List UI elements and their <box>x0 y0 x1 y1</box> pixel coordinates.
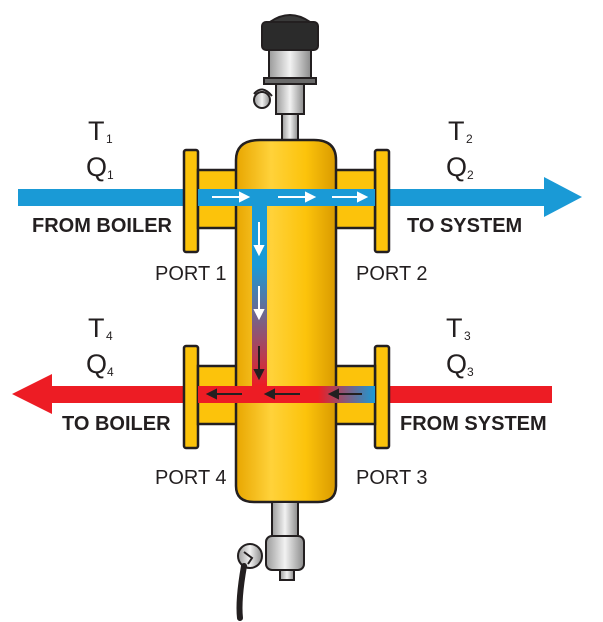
port4-t-subscript: 4 <box>106 329 113 343</box>
internal-cold-direction-arrows <box>205 346 362 400</box>
port1-t-label: T <box>88 116 105 146</box>
port4-q-subscript: 4 <box>107 365 114 379</box>
port1-name: PORT 1 <box>155 263 227 285</box>
port3-name: PORT 3 <box>356 467 428 489</box>
port2-flow-label: TO SYSTEM <box>407 215 522 237</box>
port1-q-subscript: 1 <box>107 168 114 182</box>
port4-labels: T 4 Q 4 TO BOILER PORT 4 <box>62 313 227 489</box>
port3-t-label: T <box>446 313 463 343</box>
port3-labels: T 3 Q 3 FROM SYSTEM PORT 3 <box>356 313 547 489</box>
from-boiler-flow-arrow <box>18 189 188 206</box>
internal-hot-direction-arrows <box>212 191 369 321</box>
port3-q-label: Q <box>446 349 467 379</box>
port2-t-subscript: 2 <box>466 132 473 146</box>
port2-q-label: Q <box>446 152 467 182</box>
port2-q-subscript: 2 <box>467 168 474 182</box>
drain-valve <box>236 501 305 621</box>
from-system-flow-arrow <box>388 386 552 403</box>
port4-flow-label: TO BOILER <box>62 413 171 435</box>
port1-q-label: Q <box>86 152 107 182</box>
to-boiler-flow-arrow <box>12 374 188 414</box>
port3-t-subscript: 3 <box>464 329 471 343</box>
port1-t-subscript: 1 <box>106 132 113 146</box>
to-system-flow-arrow <box>388 177 582 217</box>
port2-labels: T 2 Q 2 TO SYSTEM PORT 2 <box>356 116 522 285</box>
port4-name: PORT 4 <box>155 467 227 489</box>
internal-flow-paths <box>198 189 375 403</box>
air-vent-valve <box>253 14 319 143</box>
port2-name: PORT 2 <box>356 263 428 285</box>
port4-q-label: Q <box>86 349 107 379</box>
port4-t-label: T <box>88 313 105 343</box>
port3-flow-label: FROM SYSTEM <box>400 413 547 435</box>
port2-t-label: T <box>448 116 465 146</box>
port1-labels: T 1 Q 1 FROM BOILER PORT 1 <box>32 116 227 285</box>
port3-q-subscript: 3 <box>467 365 474 379</box>
port1-flow-label: FROM BOILER <box>32 215 173 237</box>
